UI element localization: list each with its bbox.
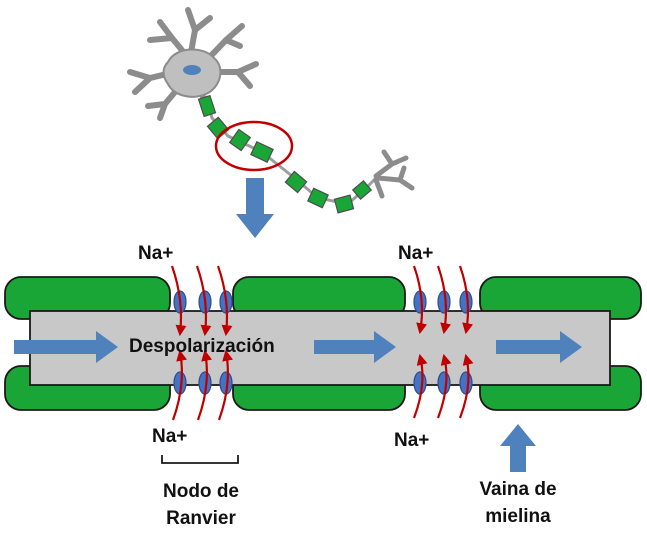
- axon-terminal: [373, 149, 415, 199]
- zoom-down-arrow: [236, 178, 274, 238]
- propagation-arrow-1: [14, 331, 118, 363]
- na-label-top-left: Na+: [138, 243, 174, 264]
- node-of-ranvier-label: Nodo de Ranvier: [146, 478, 256, 532]
- sodium-influx-arrows: [170, 265, 474, 421]
- na-label-bottom-left: Na+: [152, 426, 188, 447]
- depolarization-label: Despolarización: [129, 336, 275, 357]
- node-label-line-1: Nodo de: [163, 481, 239, 502]
- propagation-arrow-3: [496, 331, 582, 363]
- sheath-label-line-1: Vaina de: [479, 479, 557, 500]
- neuron-illustration: [127, 7, 415, 214]
- nucleus: [183, 65, 201, 75]
- myelin-sheath-label: Vaina de mielina: [463, 476, 573, 530]
- na-label-bottom-right: Na+: [394, 430, 430, 451]
- zoom-circle: [214, 120, 294, 172]
- sheath-label-line-2: mielina: [485, 506, 551, 527]
- myelin-segments: [197, 94, 373, 214]
- propagation-arrow-2: [314, 331, 396, 363]
- node-bracket: [161, 455, 239, 464]
- node-label-line-2: Ranvier: [166, 508, 236, 529]
- sheath-pointer-arrow: [500, 424, 536, 472]
- na-label-top-right: Na+: [398, 243, 434, 264]
- propagation-arrows: [14, 331, 582, 363]
